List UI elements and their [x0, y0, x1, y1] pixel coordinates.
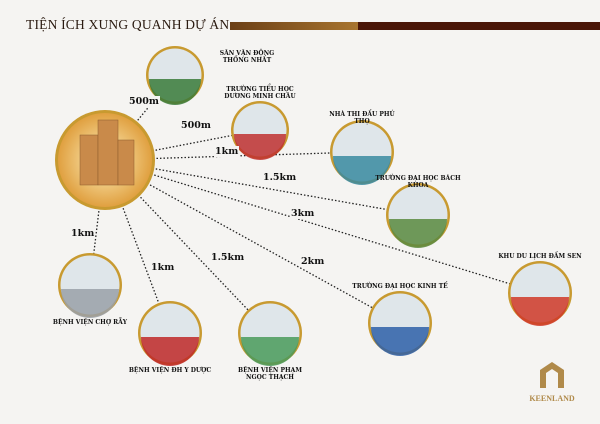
- logo-text: KEENLAND: [529, 394, 575, 403]
- distance-label: 500m: [180, 120, 212, 131]
- page-title: TIỆN ÍCH XUNG QUANH DỰ ÁN: [26, 17, 230, 32]
- place-2: [231, 101, 289, 160]
- place-name: SÂN VẬN ĐỘNG THỐNG NHẤT: [219, 50, 275, 64]
- connector-line: [92, 207, 100, 256]
- distance-label: 3km: [290, 208, 316, 219]
- place-photo: [241, 337, 299, 366]
- title-bar: [358, 22, 600, 30]
- connector-line: [152, 167, 389, 211]
- connector-line: [152, 152, 333, 160]
- distance-label: 2km: [300, 256, 326, 267]
- place-5: [508, 261, 572, 326]
- place-name: TRƯỜNG ĐẠI HỌC KINH TẾ: [352, 283, 448, 290]
- distance-label: 1.5km: [262, 172, 298, 183]
- keenland-logo: KEENLAND: [522, 360, 582, 404]
- place-name: KHU DU LỊCH ĐẦM SEN: [498, 253, 582, 260]
- place-photo: [371, 327, 429, 356]
- place-9: [58, 253, 122, 318]
- place-name: BỆNH VIỆN CHỢ RẪY: [52, 319, 128, 326]
- distance-label: 1.5km: [210, 252, 246, 263]
- distance-label: 500m: [128, 96, 160, 107]
- place-name: NHÀ THI ĐẤU PHÚ THỌ: [329, 111, 395, 125]
- place-name: TRƯỜNG TIỂU HỌC DƯƠNG MINH CHÂU: [224, 86, 296, 100]
- distance-label: 1km: [70, 228, 96, 239]
- place-1: [146, 46, 204, 105]
- building-icon: [79, 134, 99, 186]
- place-photo: [234, 134, 286, 160]
- place-photo: [149, 79, 201, 105]
- building-icon: [97, 119, 119, 186]
- place-4: [386, 183, 450, 248]
- distance-label: 1km: [214, 146, 240, 157]
- place-3: [330, 120, 394, 185]
- place-name: BỆNH VIỆN PHẠM NGỌC THẠCH: [238, 367, 302, 381]
- building-icon: [117, 139, 135, 186]
- place-7: [238, 301, 302, 366]
- place-name: TRƯỜNG ĐẠI HỌC BÁCH KHOA: [375, 175, 461, 189]
- place-photo: [61, 289, 119, 318]
- connector-line: [146, 182, 375, 310]
- place-photo: [511, 297, 569, 326]
- connector-line: [121, 204, 161, 306]
- place-8: [138, 301, 202, 366]
- title-bar-accent: [230, 22, 358, 30]
- place-photo: [389, 219, 447, 248]
- place-name: BỆNH VIỆN ĐH Y DƯỢC: [128, 367, 212, 374]
- distance-label: 1km: [150, 262, 176, 273]
- connector-line: [137, 194, 250, 312]
- place-photo: [333, 156, 391, 185]
- place-6: [368, 291, 432, 356]
- connector-line: [150, 173, 512, 285]
- logo-icon: [540, 362, 564, 388]
- place-photo: [141, 337, 199, 366]
